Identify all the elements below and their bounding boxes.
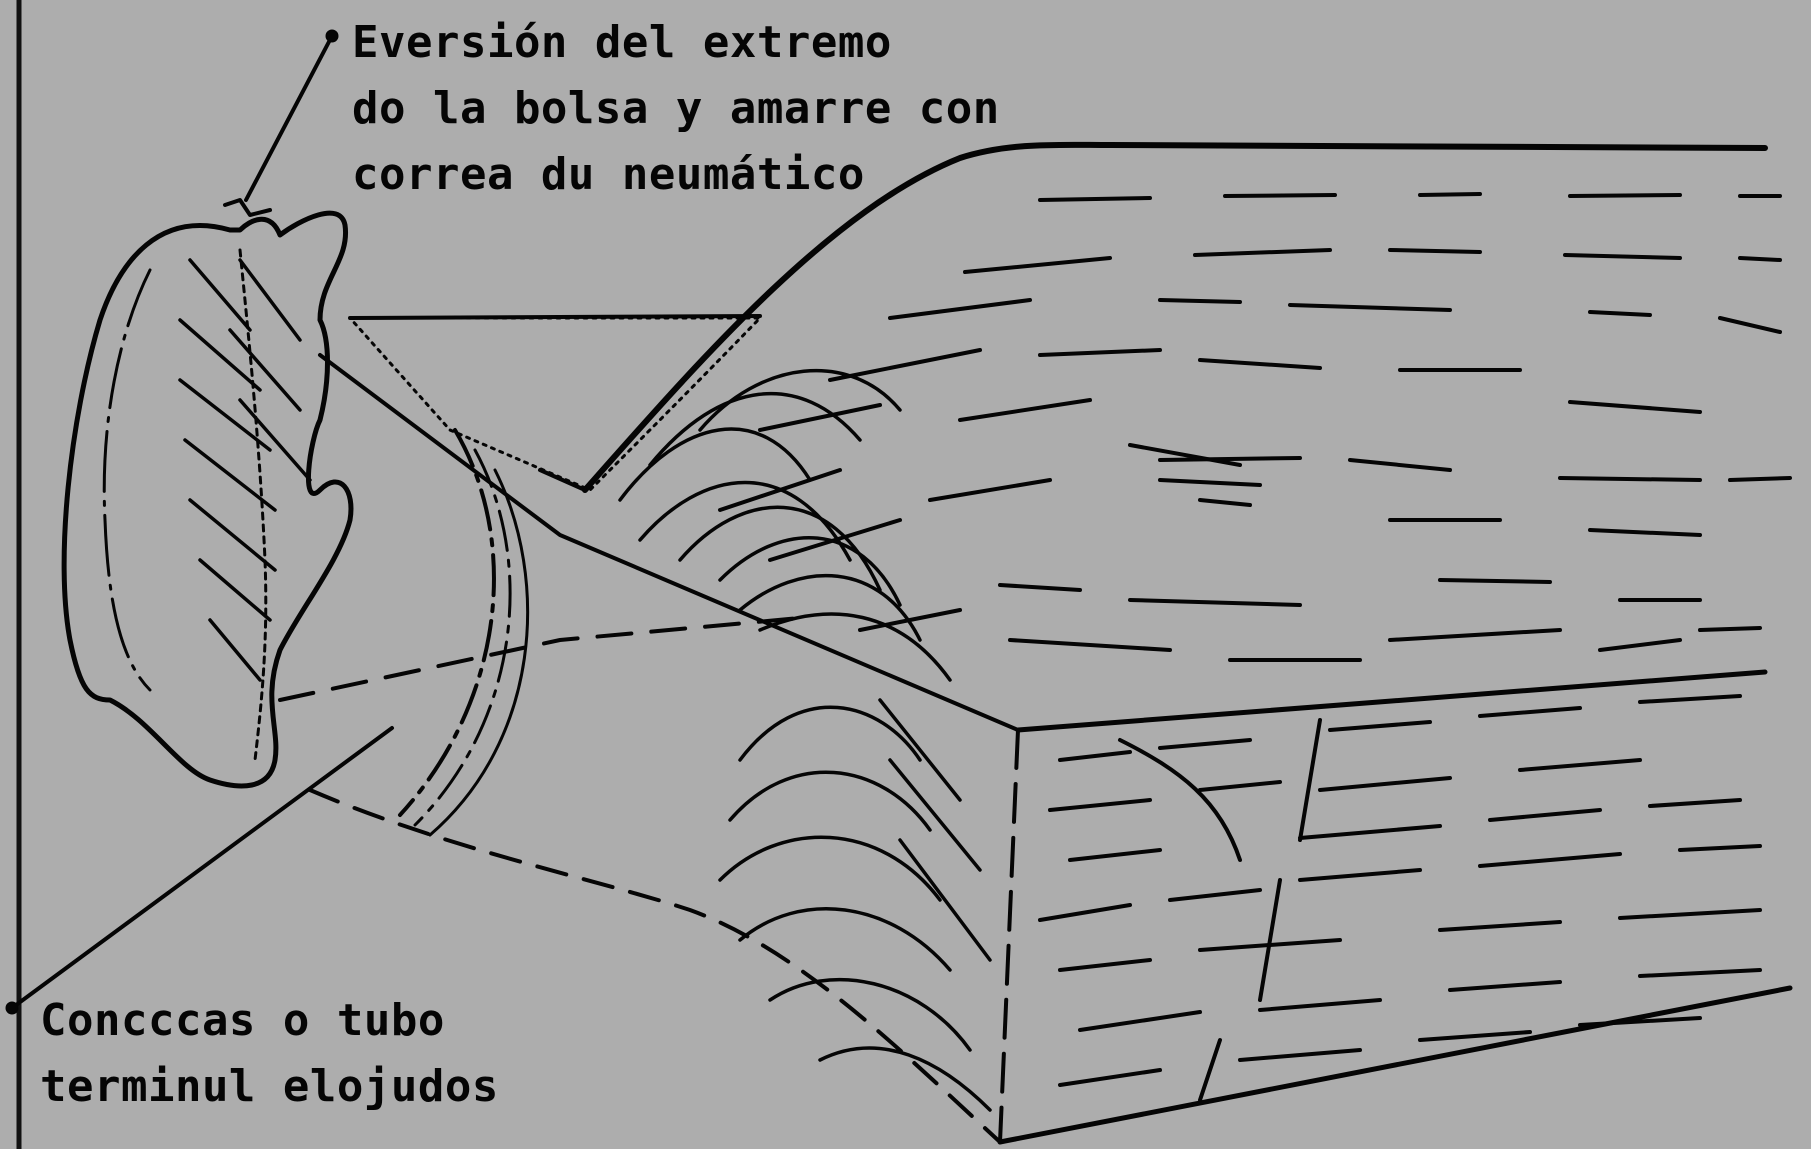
- bag-front-curve-ripples: [718, 698, 992, 1112]
- bottom-callout-dot: [5, 1001, 19, 1015]
- bag-end-outer-outline: [61, 210, 354, 789]
- bag-front-top-edge: [1015, 669, 1768, 733]
- callout-bottom-text: Concccas o tubo terminul elojudos: [40, 988, 499, 1120]
- bag-end-inner-fold: [102, 268, 152, 692]
- callout-bottom-line-1: Concccas o tubo: [40, 995, 445, 1046]
- bottom-callout-leader: [10, 726, 394, 1010]
- top-callout-dot: [325, 29, 339, 43]
- top-callout-leader: [244, 34, 334, 202]
- bag-diagonal-edge: [318, 353, 1020, 732]
- bag-ridge-left: [538, 468, 587, 492]
- callout-top-line-2: do la bolsa y amarre con: [352, 83, 1000, 134]
- callout-leaders: [5, 29, 394, 1015]
- callout-top-line-3: correa du neumático: [352, 149, 865, 200]
- bag-bottom-edge: [997, 985, 1793, 1145]
- bag-end-creases: [178, 258, 312, 682]
- bag-end-gather: [238, 248, 268, 762]
- bag-front-hatching: [1038, 694, 1762, 1102]
- tube-arc-inner: [428, 468, 530, 837]
- bag-front-corner: [998, 728, 1020, 1144]
- bag-middle-dashed-line: [278, 616, 802, 702]
- bag-opening-top: [348, 316, 762, 492]
- bag-opening-top-edge: [348, 314, 762, 320]
- callout-top-line-1: Eversión del extremo: [352, 17, 892, 68]
- tube-arc-middle: [413, 448, 512, 827]
- bag-top-outline: [582, 141, 1768, 493]
- silo-bag: [278, 141, 1793, 1145]
- bag-ridge-ripples: [618, 369, 952, 682]
- callout-top-text: Eversión del extremo do la bolsa y amarr…: [352, 10, 1000, 208]
- tire-strap: [223, 198, 272, 217]
- tube-arc-outer: [398, 428, 496, 817]
- tied-bag-end: [61, 198, 354, 789]
- callout-bottom-line-2: terminul elojudos: [40, 1061, 499, 1112]
